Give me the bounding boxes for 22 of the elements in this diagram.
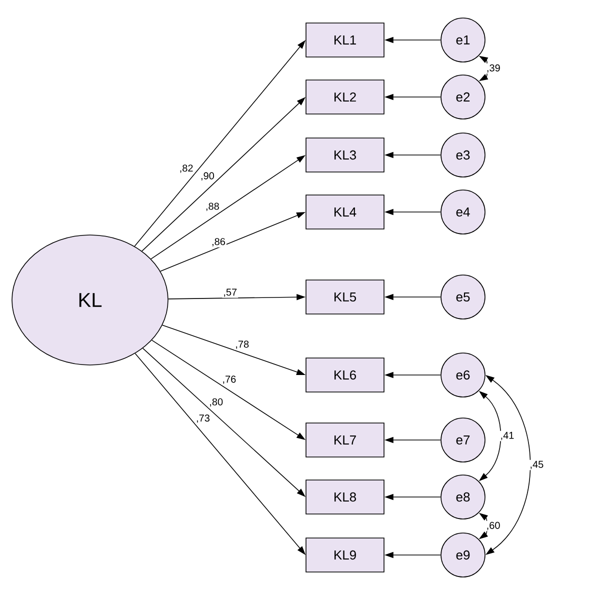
edge-label: ,78 (234, 340, 250, 350)
indicator-box: KL5 (306, 280, 384, 314)
indicator-box: KL1 (306, 22, 384, 58)
indicator-box: KL6 (306, 358, 384, 392)
edge-label: ,39 (485, 63, 502, 74)
indicator-box: KL7 (306, 422, 384, 458)
edge-label: ,45 (528, 460, 545, 470)
indicator-box: KL9 (306, 538, 384, 572)
edge-label: ,86 (210, 237, 226, 248)
indicator-box: KL2 (306, 80, 384, 114)
edge-label: ,73 (195, 414, 211, 424)
indicator-box: KL8 (306, 480, 384, 514)
edge-label: ,57 (222, 288, 238, 298)
edge-label: ,90 (200, 171, 216, 182)
edge-label: ,80 (208, 397, 224, 408)
edge-label: ,88 (204, 202, 220, 212)
edge-label: ,41 (499, 430, 516, 442)
edge-label: ,82 (178, 164, 194, 174)
indicator-box: KL4 (306, 194, 384, 230)
indicator-box: KL3 (306, 138, 384, 172)
edge-label: ,60 (485, 520, 502, 532)
edge-label: ,76 (221, 374, 238, 385)
